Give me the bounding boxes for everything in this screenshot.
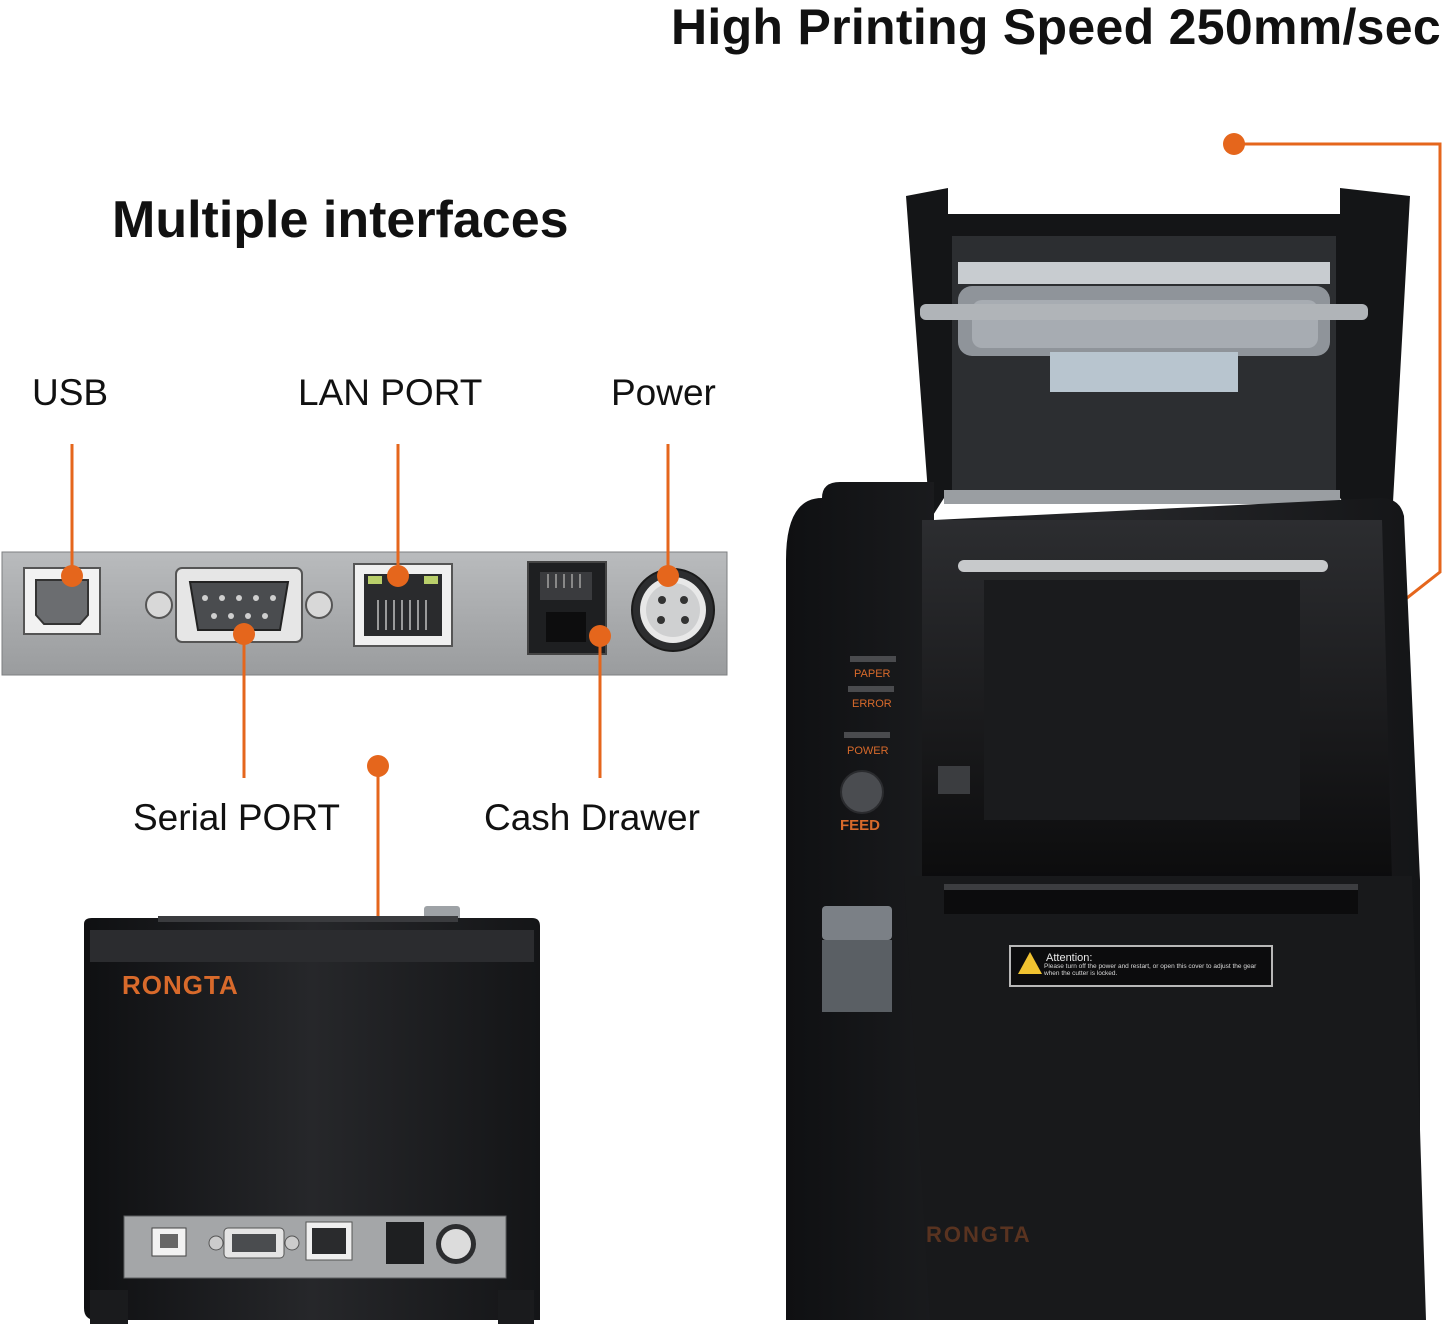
printer-open-view: RONGTA	[786, 188, 1426, 1320]
subhead: Multiple interfaces	[112, 191, 569, 249]
warning-text: Please turn off the power and restart, o…	[1044, 963, 1257, 977]
printer-rear-view	[84, 906, 540, 1324]
power-port	[631, 568, 715, 652]
serial-port-label: Serial PORT	[133, 797, 340, 838]
error-led-label: ERROR	[852, 698, 892, 710]
cash-drawer-label: Cash Drawer	[484, 797, 700, 838]
port-strip	[1, 551, 728, 676]
paper-led-label: PAPER	[854, 668, 891, 680]
headline: High Printing Speed 250mm/sec	[670, 0, 1441, 55]
lan-port-label: LAN PORT	[298, 372, 483, 413]
power-led-label: POWER	[847, 745, 889, 757]
warning-text-box: Please turn off the power and restart, o…	[1044, 963, 1257, 977]
svg-text:RONGTA: RONGTA	[926, 1222, 1032, 1247]
serial-port	[145, 567, 333, 643]
warning-title: Attention:	[1046, 952, 1092, 964]
power-label: Power	[611, 372, 716, 413]
feed-button	[840, 770, 884, 814]
rear-brand-logo: RONGTA	[122, 970, 239, 1000]
usb-label: USB	[32, 372, 109, 413]
warning-icon	[1018, 952, 1042, 974]
feed-label: FEED	[840, 817, 880, 834]
